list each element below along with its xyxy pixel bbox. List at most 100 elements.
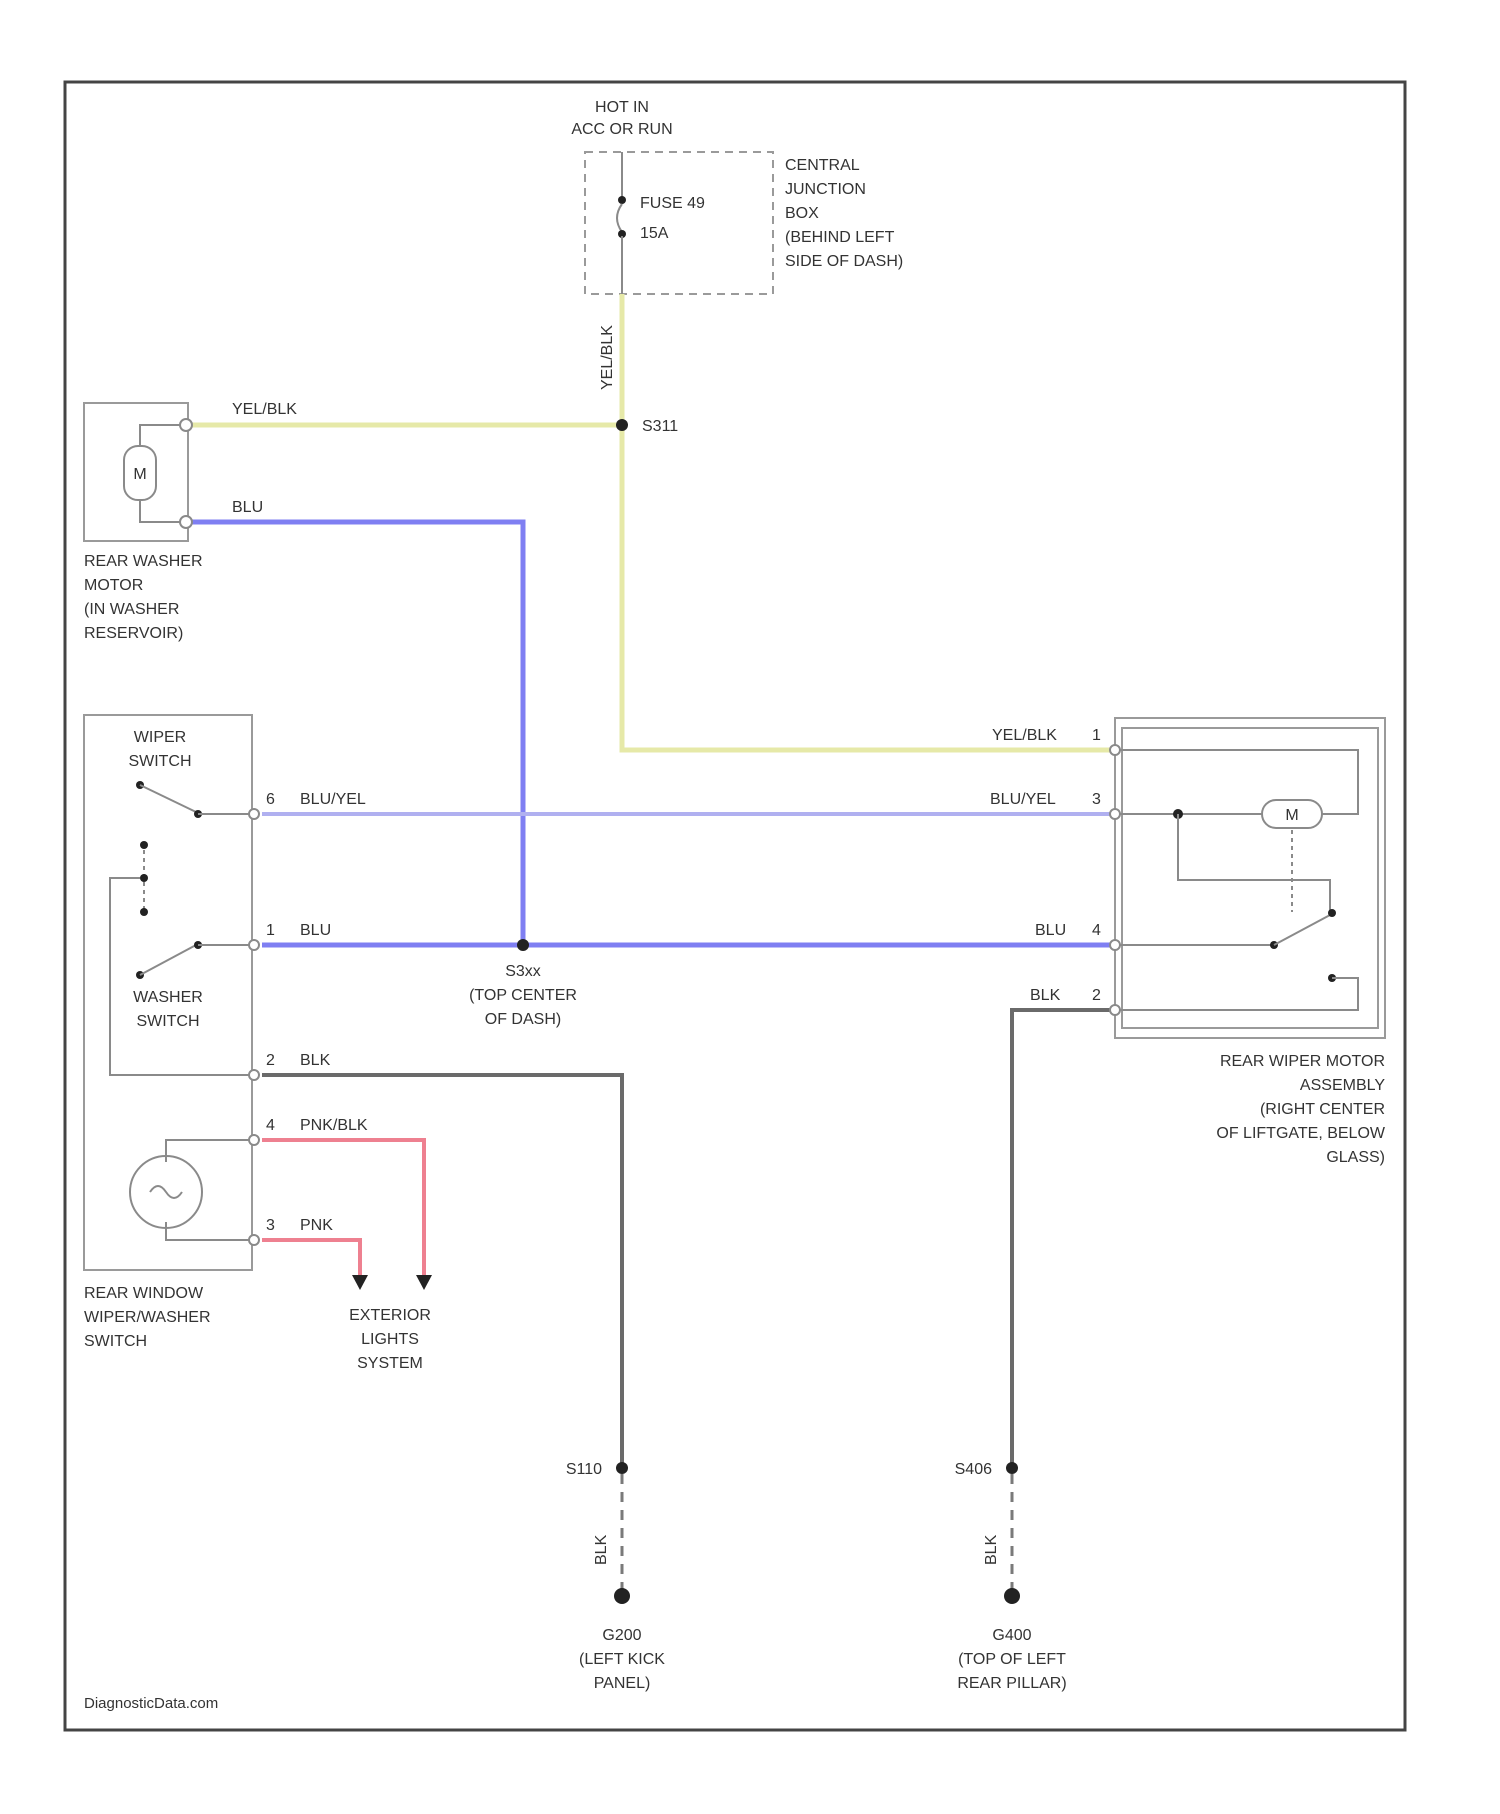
wiper-switch-label-1: WIPER	[134, 729, 186, 746]
wire-blu: BLU BLU BLU 1 4	[188, 499, 1112, 945]
ground-left-loc-2: PANEL)	[594, 1675, 651, 1692]
wire-blk-motor-label: BLK	[1030, 987, 1061, 1004]
pin-motor-blu: 4	[1092, 922, 1101, 939]
splice-s311-dot	[616, 419, 628, 431]
washer-switch-label-2: SWITCH	[136, 1013, 199, 1030]
pin-motor-yel-blk: 1	[1092, 727, 1101, 744]
ground-left-loc-1: (LEFT KICK	[579, 1651, 665, 1668]
wire-blu-label-motor: BLU	[1035, 922, 1066, 939]
wire-blu-yel-label-switch: BLU/YEL	[300, 791, 366, 808]
rear-washer-motor: M REAR WASHER MOTOR (IN WASHER RESERVOIR…	[84, 403, 203, 642]
fuse-symbol	[617, 204, 622, 232]
exterior-lights-label-1: EXTERIOR	[349, 1307, 431, 1324]
washer-motor-connector-2	[180, 516, 192, 528]
splice-s406-label: S406	[955, 1461, 992, 1478]
rear-wiper-motor-label-2: ASSEMBLY	[1300, 1077, 1385, 1094]
switch-node-3	[140, 908, 148, 916]
ground-right: S406 BLK G400 (TOP OF LEFT REAR PILLAR)	[955, 1461, 1067, 1692]
switch-connector-6	[249, 809, 259, 819]
ground-right-loc-1: (TOP OF LEFT	[958, 1651, 1066, 1668]
switch-node-2	[140, 874, 148, 882]
wire-blu-label-switch: BLU	[300, 922, 331, 939]
ground-right-wire-label: BLK	[983, 1534, 1000, 1565]
rear-washer-motor-label-1: REAR WASHER	[84, 553, 203, 570]
lamp-filament	[150, 1186, 182, 1198]
rear-washer-motor-label-2: MOTOR	[84, 577, 143, 594]
wire-yel-blk-wiper-motor	[622, 425, 1112, 750]
wiper-motor-symbol-m: M	[1285, 807, 1298, 824]
rear-washer-motor-label-4: RESERVOIR)	[84, 625, 183, 642]
rear-window-switch-label-3: SWITCH	[84, 1333, 147, 1350]
diagram-frame	[65, 82, 1405, 1730]
wiper-motor-connector-1	[1110, 745, 1120, 755]
rear-wiper-motor-inner-box	[1122, 728, 1378, 1028]
washer-motor-lead-bottom	[140, 500, 184, 522]
rear-window-switch-label-1: REAR WINDOW	[84, 1285, 204, 1302]
junction-box-label-5: SIDE OF DASH)	[785, 253, 903, 270]
splice-s311-label: S311	[642, 418, 678, 435]
exterior-lights-label-2: LIGHTS	[361, 1331, 419, 1348]
splice-s3xx-loc-2: OF DASH)	[485, 1011, 561, 1028]
splice-s3xx-dot	[517, 939, 529, 951]
fuse-rating-label: 15A	[640, 225, 669, 242]
rear-wiper-motor-label-1: REAR WIPER MOTOR	[1220, 1053, 1385, 1070]
ground-right-loc-2: REAR PILLAR)	[957, 1675, 1066, 1692]
splice-s3xx-label: S3xx	[505, 963, 541, 980]
wiper-switch-label-2: SWITCH	[128, 753, 191, 770]
ground-left: S110 BLK G200 (LEFT KICK PANEL)	[566, 1461, 665, 1692]
wire-blu-washer-motor	[188, 522, 523, 945]
switch-connector-1	[249, 940, 259, 950]
exterior-lights-arrow-pnk	[352, 1275, 368, 1290]
wire-blk-switch-label: BLK	[300, 1052, 331, 1069]
rear-wiper-motor-label-3: (RIGHT CENTER	[1260, 1101, 1385, 1118]
ground-left-id: G200	[602, 1627, 641, 1644]
pin-motor-blu-yel: 3	[1092, 791, 1101, 808]
wire-pnk-label: PNK	[300, 1217, 333, 1234]
wiper-motor-connector-4	[1110, 940, 1120, 950]
ground-left-wire-label: BLK	[593, 1534, 610, 1565]
wiper-switch-blade	[140, 785, 196, 812]
pin-switch-blk: 2	[266, 1052, 275, 1069]
wire-blk-motor-line	[1012, 1010, 1112, 1468]
washer-motor-lead-top	[140, 425, 184, 446]
watermark: DiagnosticData.com	[84, 1695, 218, 1712]
wiper-motor-connector-2	[1110, 1005, 1120, 1015]
wire-pnk-line	[262, 1240, 360, 1275]
park-switch-blade	[1274, 915, 1330, 945]
junction-box-label-2: JUNCTION	[785, 181, 866, 198]
switch-ground-lead	[110, 878, 252, 1075]
rear-wiper-motor-label-4: OF LIFTGATE, BELOW	[1216, 1125, 1386, 1142]
switch-connector-2	[249, 1070, 259, 1080]
splice-s3xx-loc-1: (TOP CENTER	[469, 987, 577, 1004]
power-hot-in-label: HOT IN	[595, 99, 649, 116]
wire-pnk-blk-label: PNK/BLK	[300, 1117, 368, 1134]
ground-right-id: G400	[992, 1627, 1031, 1644]
wire-pnk: PNK 3	[262, 1217, 360, 1275]
splice-s110-dot	[616, 1462, 628, 1474]
rear-window-switch-label-2: WIPER/WASHER	[84, 1309, 211, 1326]
wire-blk-switch: BLK 2	[262, 1052, 622, 1468]
rear-wiper-motor: M REAR WIPER MOTOR ASSEMBLY (RIGHT CENTE…	[1110, 718, 1386, 1166]
central-junction-box: FUSE 49 15A CENTRAL JUNCTION BOX (BEHIND…	[585, 152, 903, 294]
junction-box-outline	[585, 152, 773, 294]
wire-blu-yel: BLU/YEL BLU/YEL 6 3	[262, 791, 1112, 814]
exterior-lights-arrow-pnk-blk	[416, 1275, 432, 1290]
washer-switch-blade	[140, 945, 196, 975]
fuse-name-label: FUSE 49	[640, 195, 705, 212]
rear-wiper-motor-outer-box	[1115, 718, 1385, 1038]
junction-box-label-1: CENTRAL	[785, 157, 860, 174]
rear-wiper-motor-label-5: GLASS)	[1326, 1149, 1385, 1166]
power-acc-run-label: ACC OR RUN	[571, 121, 672, 138]
washer-switch-label-1: WASHER	[133, 989, 203, 1006]
pin-switch-pnk-blk: 4	[266, 1117, 275, 1134]
wire-yel-blk-vertical-label: YEL/BLK	[599, 325, 616, 390]
switch-connector-4	[249, 1135, 259, 1145]
splice-s110-label: S110	[566, 1461, 602, 1478]
ground-right-icon	[1004, 1588, 1020, 1604]
switch-node-1	[140, 841, 148, 849]
washer-motor-connector-1	[180, 419, 192, 431]
switch-connector-3	[249, 1235, 259, 1245]
wire-pnk-blk: PNK/BLK 4	[262, 1117, 424, 1275]
wiper-motor-connector-3	[1110, 809, 1120, 819]
